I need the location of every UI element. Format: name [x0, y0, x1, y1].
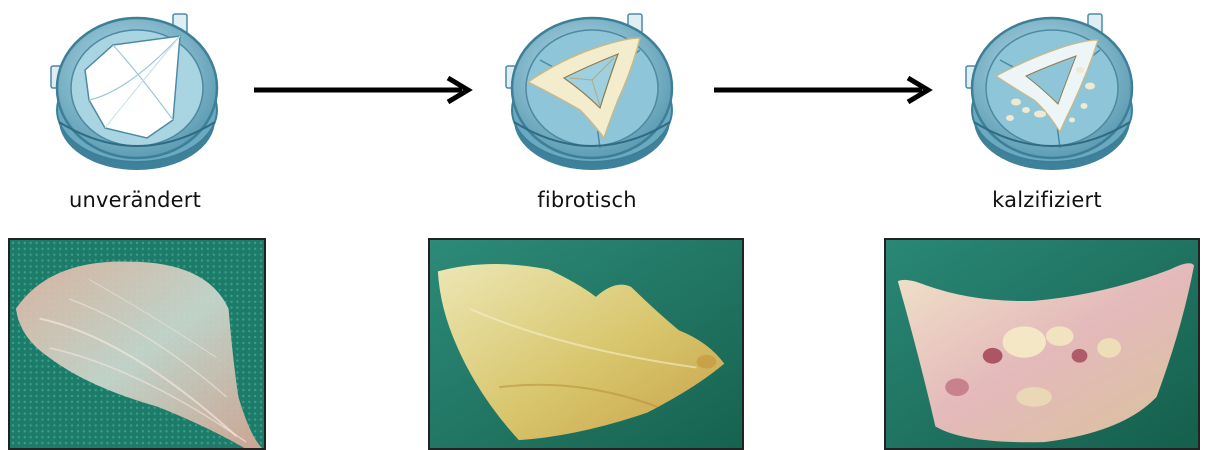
photo-unchanged-leaflet	[8, 238, 266, 450]
stage-label-calcified: kalzifiziert	[917, 188, 1177, 212]
arrow-right-icon	[252, 70, 482, 110]
valve-calcified-illustration	[960, 10, 1140, 175]
stage-label-unchanged: unverändert	[5, 188, 265, 212]
stage-label-fibrotic: fibrotisch	[457, 188, 717, 212]
photo-fibrotic-leaflet	[428, 238, 744, 450]
valve-unchanged-illustration	[45, 10, 225, 175]
photo-calcified-leaflet	[884, 238, 1200, 450]
arrow-right-icon	[712, 70, 942, 110]
valve-fibrotic-illustration	[500, 10, 680, 175]
